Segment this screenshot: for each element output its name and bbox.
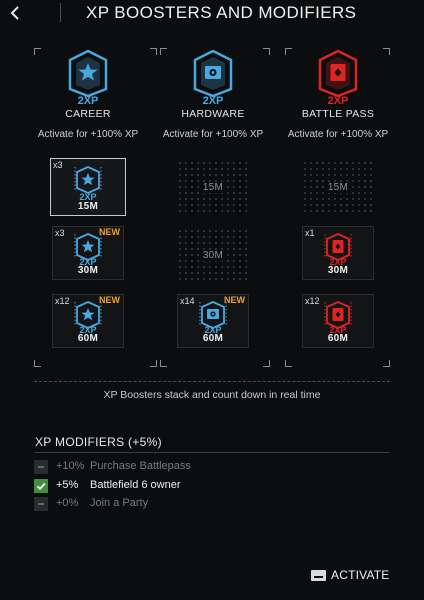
- column-career: 2XP CAREER Activate for +100% XP: [28, 49, 148, 140]
- booster-battle-pass-30m[interactable]: x1 2XP 30M: [302, 226, 374, 280]
- booster-duration: 30M: [327, 265, 349, 276]
- booster-count: x1: [305, 228, 315, 238]
- frame-corner: [263, 360, 270, 367]
- header: XP BOOSTERS AND MODIFIERS: [0, 0, 424, 26]
- star-chevron-icon: [74, 233, 102, 261]
- modifier-row: +10% Purchase Battlepass: [34, 459, 334, 475]
- modifier-label: Join a Party: [90, 497, 149, 509]
- modifier-label: Battlefield 6 owner: [90, 479, 181, 491]
- battle-pass-description: Activate for +100% XP: [287, 129, 389, 140]
- modifier-active-checkbox: [34, 479, 48, 493]
- booster-count: x12: [55, 296, 70, 306]
- booster-duration: 15M: [325, 182, 351, 193]
- page-title: XP BOOSTERS AND MODIFIERS: [86, 3, 357, 22]
- activate-button[interactable]: ACTIVATE: [309, 567, 389, 585]
- frame-corner: [34, 48, 41, 55]
- booster-badge: 2XP: [329, 257, 347, 267]
- modifier-percent: +10%: [56, 460, 85, 472]
- new-badge: NEW: [99, 227, 120, 237]
- check-icon: [36, 482, 46, 491]
- header-divider: [60, 3, 61, 22]
- modifier-percent: +5%: [56, 479, 79, 491]
- activate-label: ACTIVATE: [331, 568, 390, 582]
- star-chevron-icon: [68, 49, 108, 97]
- booster-career-15m[interactable]: x3 2XP 15M: [50, 158, 126, 216]
- booster-badge: 2XP: [329, 325, 347, 335]
- frame-corner: [285, 48, 292, 55]
- frame-corner: [285, 360, 292, 367]
- booster-hardware-15m-empty: 15M: [177, 160, 249, 214]
- booster-count: x12: [305, 296, 320, 306]
- booster-career-30m[interactable]: x3 NEW 2XP 30M: [52, 226, 124, 280]
- new-badge: NEW: [99, 295, 120, 305]
- modifier-label: Purchase Battlepass: [90, 460, 191, 472]
- column-hardware: 2XP HARDWARE Activate for +100% XP: [153, 49, 273, 140]
- booster-career-60m[interactable]: x12 NEW 2XP 60M: [52, 294, 124, 348]
- card-chevron-icon: [324, 301, 352, 329]
- booster-duration: 60M: [327, 333, 349, 344]
- booster-badge: 2XP: [204, 325, 222, 335]
- booster-count: x3: [53, 160, 63, 170]
- booster-battle-pass-60m[interactable]: x12 2XP 60M: [302, 294, 374, 348]
- booster-count: x14: [180, 296, 195, 306]
- booster-duration: 30M: [200, 250, 226, 261]
- booster-count: x3: [55, 228, 65, 238]
- modifier-inactive-checkbox: [34, 497, 48, 511]
- booster-badge: 2XP: [79, 257, 97, 267]
- frame-corner: [150, 360, 157, 367]
- booster-duration: 30M: [77, 265, 99, 276]
- column-battle-pass: 2XP BATTLE PASS Activate for +100% XP: [278, 49, 398, 140]
- battle-pass-label: BATTLE PASS: [301, 108, 375, 120]
- card-chevron-icon: [318, 49, 358, 97]
- career-badge: 2XP: [77, 95, 99, 107]
- chevron-left-icon[interactable]: [7, 4, 23, 22]
- modifier-inactive-checkbox: [34, 460, 48, 474]
- modifier-percent: +0%: [56, 497, 79, 509]
- booster-duration: 15M: [77, 201, 99, 212]
- star-chevron-icon: [74, 166, 102, 194]
- booster-duration: 60M: [202, 333, 224, 344]
- booster-badge: 2XP: [79, 325, 97, 335]
- frame-corner: [34, 360, 41, 367]
- modifier-row: +5% Battlefield 6 owner: [34, 478, 334, 494]
- new-badge: NEW: [224, 295, 245, 305]
- hardware-label: HARDWARE: [181, 108, 245, 120]
- frame-corner: [263, 48, 270, 55]
- career-description: Activate for +100% XP: [37, 129, 139, 140]
- frame-corner: [383, 360, 390, 367]
- hardware-badge: 2XP: [202, 95, 224, 107]
- booster-badge: 2XP: [79, 192, 97, 202]
- battle-pass-badge: 2XP: [327, 95, 349, 107]
- frame-corner: [160, 48, 167, 55]
- hardware-description: Activate for +100% XP: [162, 129, 264, 140]
- keyboard-key-icon: [311, 570, 326, 581]
- modifier-row: +0% Join a Party: [34, 496, 334, 512]
- hardware-chevron-icon: [199, 301, 227, 329]
- modifiers-divider: [34, 452, 390, 453]
- booster-duration: 60M: [77, 333, 99, 344]
- frame-corner: [150, 48, 157, 55]
- star-chevron-icon: [74, 301, 102, 329]
- card-chevron-icon: [324, 233, 352, 261]
- frame-corner: [160, 360, 167, 367]
- hardware-chevron-icon: [193, 49, 233, 97]
- booster-hardware-60m[interactable]: x14 NEW 2XP 60M: [177, 294, 249, 348]
- frame-corner: [383, 48, 390, 55]
- booster-hardware-30m-empty: 30M: [177, 228, 249, 282]
- career-label: CAREER: [65, 108, 111, 120]
- booster-duration: 15M: [200, 182, 226, 193]
- section-divider: [34, 381, 390, 382]
- boosters-note: XP Boosters stack and count down in real…: [103, 389, 321, 401]
- modifiers-title: XP MODIFIERS (+5%): [35, 435, 162, 449]
- booster-battle-pass-15m-empty: 15M: [302, 160, 374, 214]
